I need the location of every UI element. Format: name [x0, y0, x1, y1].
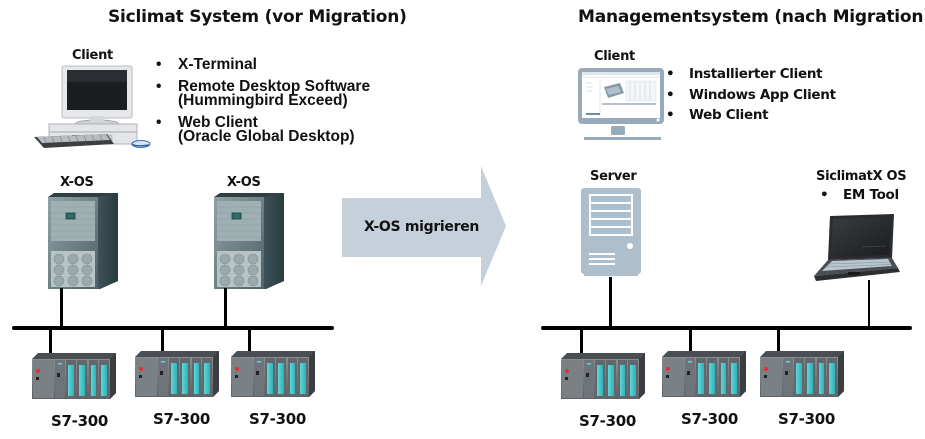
option-windows-app-client: • Windows App Client: [666, 87, 836, 103]
plc-6-connection: [777, 328, 780, 352]
plc-rack-icon: [135, 351, 219, 397]
plc-rack-icon: [760, 351, 844, 397]
bullet: •: [156, 56, 162, 73]
plc-6-label: S7-300: [778, 410, 835, 428]
plc-1-label: S7-300: [51, 412, 108, 430]
monitor-icon: [578, 68, 664, 140]
network-bus-left: [12, 326, 334, 330]
new-client-label: Client: [594, 49, 635, 64]
bullet: •: [156, 114, 162, 131]
server-1-connection: [60, 288, 63, 328]
server-connection: [609, 277, 612, 327]
plc-1-connection: [49, 328, 52, 356]
bullet: •: [666, 107, 675, 123]
bullet: •: [666, 66, 675, 82]
engineering-station-label: SiclimatX OS: [816, 169, 907, 184]
migration-arrow-label: X-OS migrieren: [364, 219, 480, 235]
plc-rack-icon: [231, 351, 315, 397]
laptop-icon: [814, 214, 900, 281]
plc-2-label: S7-300: [153, 410, 210, 428]
plc-rack-icon: [561, 353, 645, 399]
bullet: •: [156, 78, 162, 95]
plc-4-connection: [580, 328, 583, 354]
migration-arrow-icon: [342, 166, 506, 286]
server-icon: [581, 188, 641, 276]
plc-3-connection: [248, 328, 251, 354]
xos-server-1-label: X-OS: [60, 175, 94, 190]
plc-rack-icon: [662, 351, 746, 397]
tower-server-icon: [213, 192, 285, 290]
plc-rack-icon: [32, 353, 116, 399]
after-migration-title: Managementsystem (nach Migration): [578, 7, 925, 27]
plc-5-connection: [689, 328, 692, 352]
plc-4-label: S7-300: [579, 412, 636, 430]
option-web-client: • Web Client: [666, 107, 769, 123]
option-x-terminal: • X-Terminal: [156, 56, 257, 73]
option-em-tool: • EM Tool: [820, 187, 899, 203]
plc-3-label: S7-300: [249, 410, 306, 428]
before-migration-title: Siclimat System (vor Migration): [108, 7, 407, 27]
old-client-label: Client: [72, 48, 113, 63]
tower-server-icon: [47, 192, 119, 290]
bullet: •: [666, 87, 675, 103]
server-label: Server: [590, 169, 637, 184]
option-remote-desktop: • Remote Desktop Software (Hummingbird E…: [156, 78, 371, 109]
server-2-connection: [224, 288, 227, 328]
option-installed-client: • Installierter Client: [666, 66, 823, 82]
plc-2-connection: [161, 328, 164, 354]
bullet: •: [820, 187, 829, 203]
plc-5-label: S7-300: [681, 410, 738, 428]
desktop-pc-icon: [34, 65, 151, 148]
option-web-client: • Web Client (Oracle Global Desktop): [156, 114, 355, 145]
xos-server-2-label: X-OS: [227, 175, 261, 190]
laptop-connection: [868, 280, 870, 327]
network-bus-right: [541, 326, 912, 330]
